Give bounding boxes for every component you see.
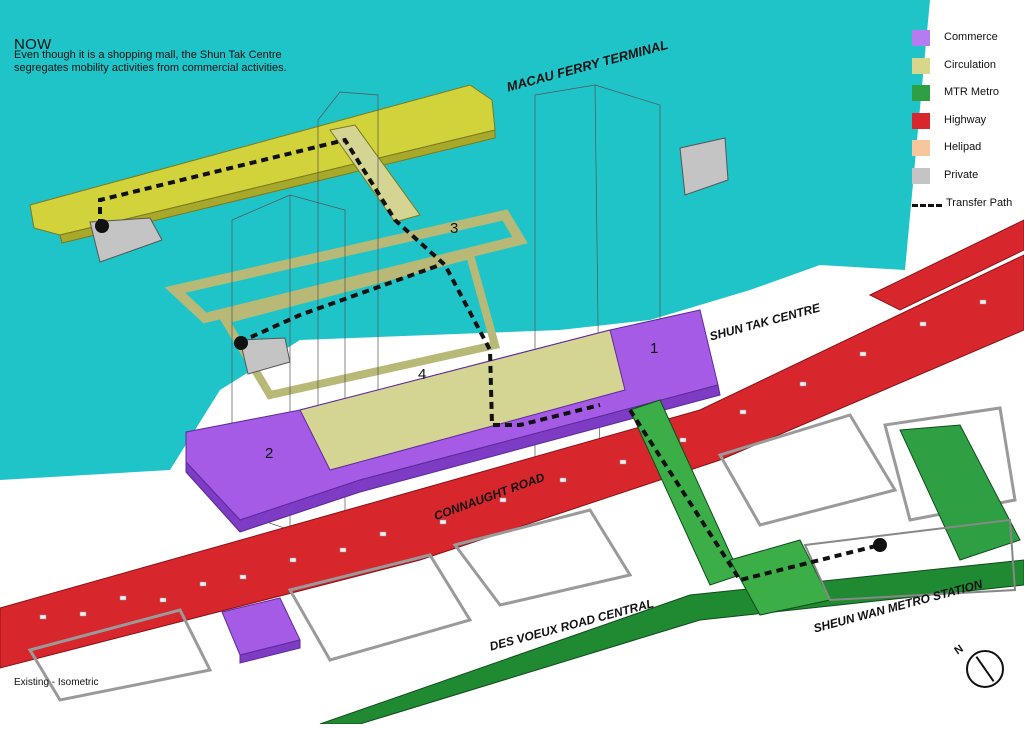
legend-item-circulation: Circulation bbox=[912, 56, 1022, 84]
view-label: Existing - Isometric bbox=[14, 677, 99, 688]
legend-swatch-highway bbox=[912, 112, 930, 129]
callout-2: 2 bbox=[265, 445, 274, 462]
legend-label: Helipad bbox=[944, 141, 982, 154]
transfer-nodes bbox=[95, 219, 887, 552]
legend-swatch-transfer-path bbox=[912, 203, 942, 207]
city-blocks bbox=[27, 406, 1017, 702]
north-arrow-icon bbox=[966, 650, 1004, 688]
callout-1: 1 bbox=[650, 340, 659, 357]
highway-connaught bbox=[0, 219, 1024, 669]
legend-label: MTR Metro bbox=[944, 86, 999, 99]
legend-swatch-commerce bbox=[912, 30, 930, 46]
callout-4: 4 bbox=[418, 366, 427, 383]
legend-item-mtr-metro: MTR Metro bbox=[912, 83, 1022, 111]
highway-cars bbox=[39, 299, 987, 620]
commerce-block-small bbox=[221, 597, 301, 664]
legend-label: Transfer Path bbox=[946, 196, 1013, 209]
commerce-podium bbox=[185, 309, 721, 533]
legend: Commerce Circulation MTR Metro Highway H… bbox=[912, 28, 1022, 221]
legend-label: Highway bbox=[944, 113, 987, 126]
transfer-path bbox=[98, 137, 881, 583]
diagram-title: NOW bbox=[14, 36, 52, 53]
sea-area bbox=[0, 0, 930, 480]
legend-label: Private bbox=[944, 168, 979, 181]
legend-item-commerce: Commerce bbox=[912, 28, 1022, 56]
legend-label: Circulation bbox=[944, 58, 996, 71]
legend-item-highway: Highway bbox=[912, 111, 1022, 139]
legend-item-private: Private bbox=[912, 166, 1022, 194]
legend-item-helipad: Helipad bbox=[912, 138, 1022, 166]
diagram-description: Even though it is a shopping mall, the S… bbox=[14, 49, 287, 74]
legend-item-transfer-path: Transfer Path bbox=[912, 194, 1022, 222]
legend-label: Commerce bbox=[944, 31, 998, 43]
legend-swatch-private bbox=[912, 167, 930, 184]
legend-swatch-mtr-metro bbox=[912, 85, 930, 102]
callout-3: 3 bbox=[450, 220, 459, 237]
legend-swatch-helipad bbox=[912, 140, 930, 157]
legend-swatch-circulation bbox=[912, 57, 930, 74]
